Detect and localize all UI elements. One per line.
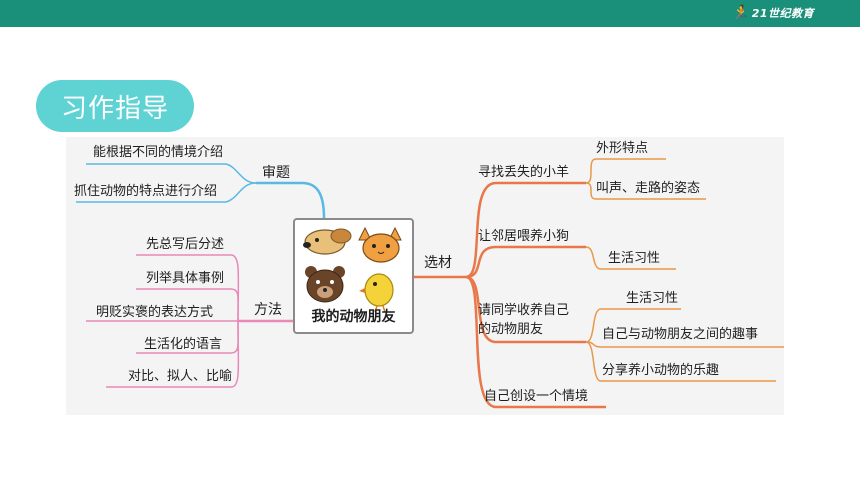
xuancai-topic-3-line2: 的动物朋友 <box>478 322 544 337</box>
brand-logo: 🏃 21世纪教育 <box>730 3 814 23</box>
section-title: 习作指导 <box>36 80 194 132</box>
chick-icon <box>359 273 394 313</box>
cat-icon <box>358 226 402 263</box>
fangfa-item-1: 先总写后分述 <box>146 237 225 252</box>
mind-map: 审题 能根据不同的情境介绍 抓住动物的特点进行介绍 方法 先总写后分述 列举具体… <box>66 137 784 415</box>
dog-icon <box>303 228 352 255</box>
branch-label-xuancai: 选材 <box>424 255 452 271</box>
fangfa-item-2: 列举具体事例 <box>146 271 225 286</box>
shenti-item-1: 能根据不同的情境介绍 <box>93 145 224 160</box>
animals-illustration <box>303 226 402 313</box>
branch-label-shenti: 审题 <box>262 165 290 181</box>
topic2-item-1: 生活习性 <box>608 251 661 266</box>
connector-fangfa <box>86 254 293 388</box>
center-node: 我的动物朋友 <box>293 218 414 334</box>
branch-label-fangfa: 方法 <box>254 302 282 318</box>
mind-map-connectors <box>76 158 784 409</box>
center-title: 我的动物朋友 <box>311 309 396 325</box>
runner-icon: 🏃 <box>730 4 749 22</box>
connector-xuancai <box>414 181 606 409</box>
topic3-item-1: 生活习性 <box>626 291 679 306</box>
fangfa-item-3: 明贬实褒的表达方式 <box>96 305 214 320</box>
topic1-item-1: 外形特点 <box>596 141 649 156</box>
topic3-item-3: 分享养小动物的乐趣 <box>602 363 720 378</box>
topic3-item-2: 自己与动物朋友之间的趣事 <box>602 327 759 342</box>
connector-shenti <box>76 163 326 219</box>
top-bar: 🏃 21世纪教育 <box>0 0 860 27</box>
connector-subitems <box>585 158 784 382</box>
brand-logo-text: 21世纪教育 <box>751 7 814 20</box>
xuancai-topic-2: 让邻居喂养小狗 <box>478 229 570 244</box>
bear-icon <box>305 266 345 303</box>
xuancai-topic-1: 寻找丢失的小羊 <box>478 165 570 180</box>
shenti-item-2: 抓住动物的特点进行介绍 <box>74 184 218 199</box>
xuancai-topic-3-line1: 请同学收养自己 <box>478 303 570 318</box>
fangfa-item-4: 生活化的语言 <box>144 337 223 352</box>
xuancai-topic-4: 自己创设一个情境 <box>484 389 589 404</box>
topic1-item-2: 叫声、走路的姿态 <box>596 181 701 196</box>
fangfa-item-5: 对比、拟人、比喻 <box>128 369 233 384</box>
